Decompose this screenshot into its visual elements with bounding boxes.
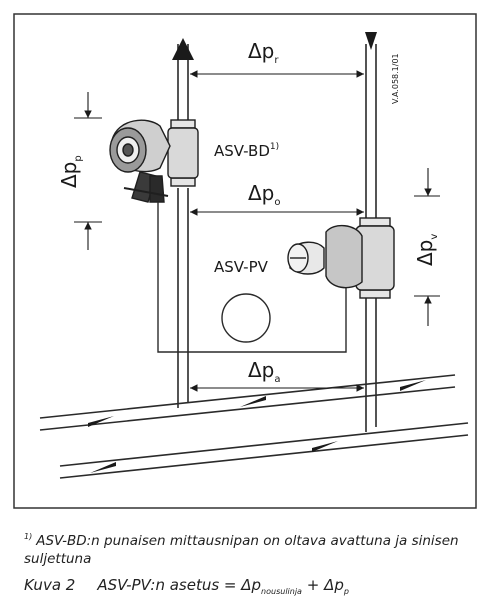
dp-o-label: Δpo — [248, 181, 281, 208]
flow-arrow — [312, 441, 338, 452]
diagram-frame — [13, 13, 477, 509]
formula-plus: + Δp — [301, 576, 344, 594]
flow-arrows — [88, 32, 426, 473]
footnote-text: ASV-BD:n punaisen mittausnipan on oltava… — [24, 533, 459, 567]
upper-header-pipe — [39, 374, 456, 431]
left-riser-pipe — [177, 44, 189, 408]
flow-arrow — [88, 416, 114, 427]
dp-p-label: Δpp — [57, 155, 84, 188]
dimension-lines — [74, 70, 440, 392]
asv-bd-label: ASV-BD1) — [214, 142, 279, 160]
impulse-tube — [157, 202, 347, 353]
formula-sub-nousulinja: nousulinja — [261, 587, 302, 596]
asv-pv-label: ASV-PV — [214, 258, 269, 276]
figure-label: Kuva 2 — [24, 576, 76, 594]
up-flow-arrow — [172, 38, 194, 60]
down-flow-arrow — [365, 32, 377, 50]
asv-bd-valve — [109, 119, 199, 203]
dp-r-label: Δpr — [248, 39, 279, 66]
formula-lhs: ASV-PV:n asetus = Δp — [97, 576, 262, 594]
flow-arrow — [400, 380, 426, 391]
right-riser-pipe — [365, 44, 377, 432]
flow-arrow — [240, 396, 266, 407]
lower-header-pipe — [59, 422, 469, 479]
flow-arrow — [90, 462, 116, 473]
dp-v-label: Δpv — [413, 234, 440, 266]
asv-pv-valve — [287, 217, 395, 299]
footnote: 1)ASV-BD:n punaisen mittausnipan on olta… — [24, 528, 474, 568]
footnote-marker: 1) — [24, 532, 33, 541]
drawing-code: V.A.058.1/01 — [391, 53, 400, 104]
formula-sub-p: p — [343, 587, 349, 596]
dp-a-label: Δpa — [248, 358, 281, 385]
figure-caption: Kuva 2 ASV-PV:n asetus = Δpnousulinja + Δ… — [24, 576, 349, 596]
tube-coil — [221, 293, 271, 343]
